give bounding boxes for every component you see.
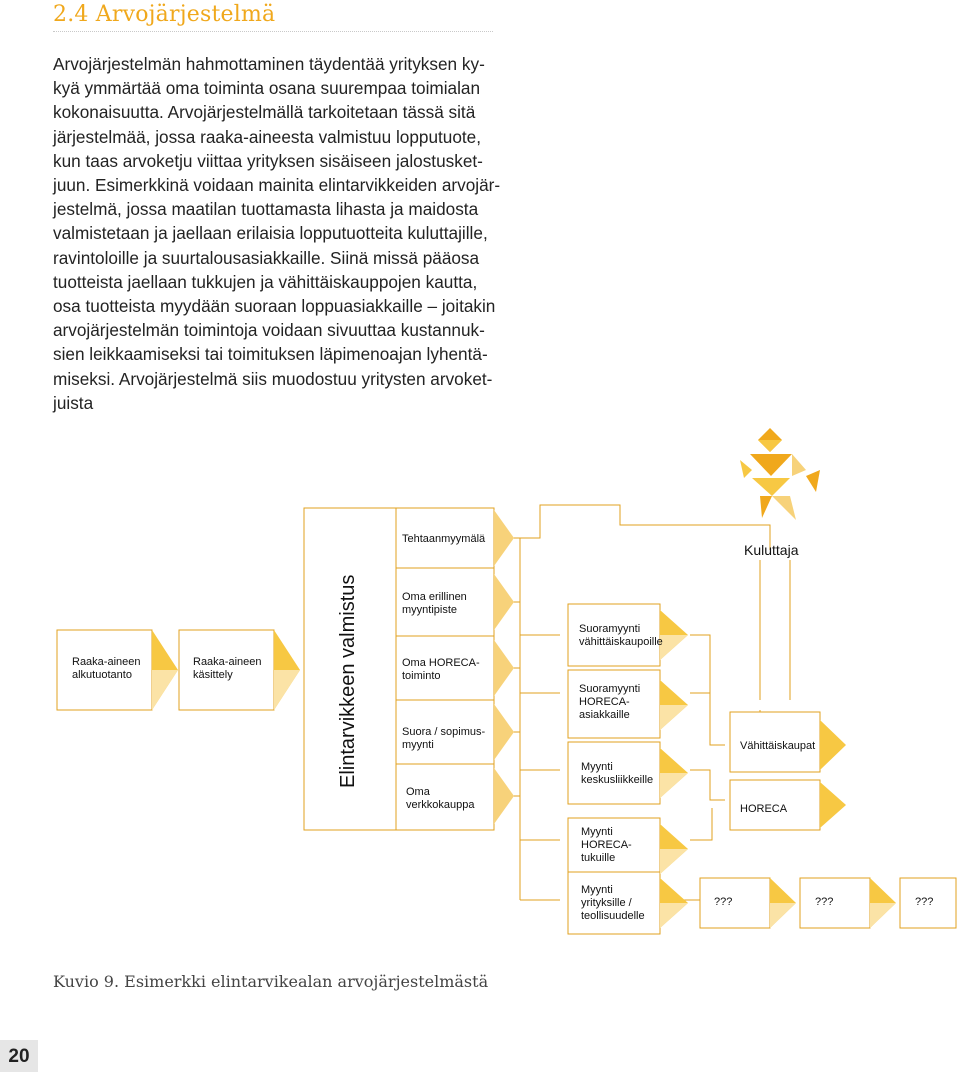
arrow-icon xyxy=(820,782,846,828)
manufacturing-label: Elintarvikkeen valmistus xyxy=(337,574,359,788)
arrow-icon xyxy=(494,768,514,824)
retail-stores-label: Vähittäiskaupat xyxy=(740,740,816,752)
unknown-label-2: ??? xyxy=(815,896,834,908)
raw-processing-box xyxy=(178,629,275,711)
wholesale-sales-label: Myynti keskusliikkeille xyxy=(581,761,654,786)
wholesale-sales-box xyxy=(567,741,661,805)
unknown-label-3: ??? xyxy=(915,896,934,908)
arrow-icon xyxy=(494,574,514,630)
own-webshop-label: Oma verkkokauppa xyxy=(406,786,475,811)
b2b-sales-box xyxy=(567,871,661,935)
direct-horeca-box xyxy=(567,669,661,739)
body-line: arvojärjestelmän toimintoja voidaan sivu… xyxy=(53,320,485,341)
retail-stores-box xyxy=(729,711,821,773)
body-line: järjestelmää, jossa raaka-aineesta valmi… xyxy=(53,126,482,147)
arrow-icon xyxy=(494,640,514,696)
body-line: jestelmä, jossa maatilan tuottamasta lih… xyxy=(53,199,479,220)
horeca-box xyxy=(729,779,821,831)
body-line: miseksi. Arvojärjestelmä siis muodostuu … xyxy=(53,368,493,389)
body-line: kokonaisuutta. Arvojärjestelmällä tarkoi… xyxy=(53,102,476,123)
horeca-wholesale-label: Myynti HORECA- tukuille xyxy=(581,826,632,864)
own-shop-label: Oma erillinen myyntipiste xyxy=(402,591,467,616)
body-line: juista xyxy=(53,392,94,413)
section-heading: 2.4 Arvojärjestelmä xyxy=(53,2,276,27)
figure-caption: Kuvio 9. Esimerkki elintarvikealan arvoj… xyxy=(53,972,489,991)
body-line: valmistetaan ja jaellaan erilaisia loppu… xyxy=(53,223,488,244)
factory-shop-label: Tehtaanmyymälä xyxy=(402,533,486,545)
raw-processing-label: Raaka-aineen käsittely xyxy=(193,656,262,681)
own-horeca-label: Oma HORECA- toiminto xyxy=(402,657,480,682)
b2b-sales-label: Myynti yrityksille / teollisuudelle xyxy=(581,884,645,922)
arrow-icon xyxy=(820,720,846,770)
direct-sales-label: Suora / sopimus- myynti xyxy=(402,726,486,751)
body-line: Arvojärjestelmän hahmottaminen täydentää… xyxy=(53,54,485,74)
raw-production-label: Raaka-aineen alkutuotanto xyxy=(72,656,141,681)
page-number: 20 xyxy=(0,1040,38,1072)
body-line: kun taas arvoketju viittaa yrityksen sis… xyxy=(53,150,483,171)
body-line: tuotteista jaellaan tukkujen ja vähittäi… xyxy=(53,271,478,292)
horeca-wholesale-box xyxy=(567,817,661,881)
horeca-label: HORECA xyxy=(740,803,788,815)
direct-horeca-label: Suoramyynti HORECA- asiakkaille xyxy=(579,683,641,721)
body-line: ravintoloille ja suurtalousasiakkaille. … xyxy=(53,247,480,268)
body-line: juun. Esimerkkinä voidaan mainita elinta… xyxy=(53,175,501,196)
consumer-figure-icon xyxy=(740,428,820,520)
arrow-icon xyxy=(494,510,514,566)
body-line: osa tuotteista myydään suoraan loppuasia… xyxy=(53,296,496,317)
raw-production-box xyxy=(56,629,153,711)
body-paragraph: Arvojärjestelmän hahmottaminen täydentää… xyxy=(53,52,513,415)
direct-retail-box xyxy=(567,603,661,667)
consumer-label: Kuluttaja xyxy=(744,542,799,558)
arrow-icon xyxy=(494,704,514,760)
heading-rule xyxy=(53,31,493,32)
body-line: kyä ymmärtää oma toiminta osana suurempa… xyxy=(53,78,481,99)
unknown-label-1: ??? xyxy=(714,896,733,908)
body-line: sien leikkaamiseksi tai toimituksen läpi… xyxy=(53,344,488,365)
direct-retail-label: Suoramyynti vähittäiskaupoille xyxy=(579,623,663,648)
